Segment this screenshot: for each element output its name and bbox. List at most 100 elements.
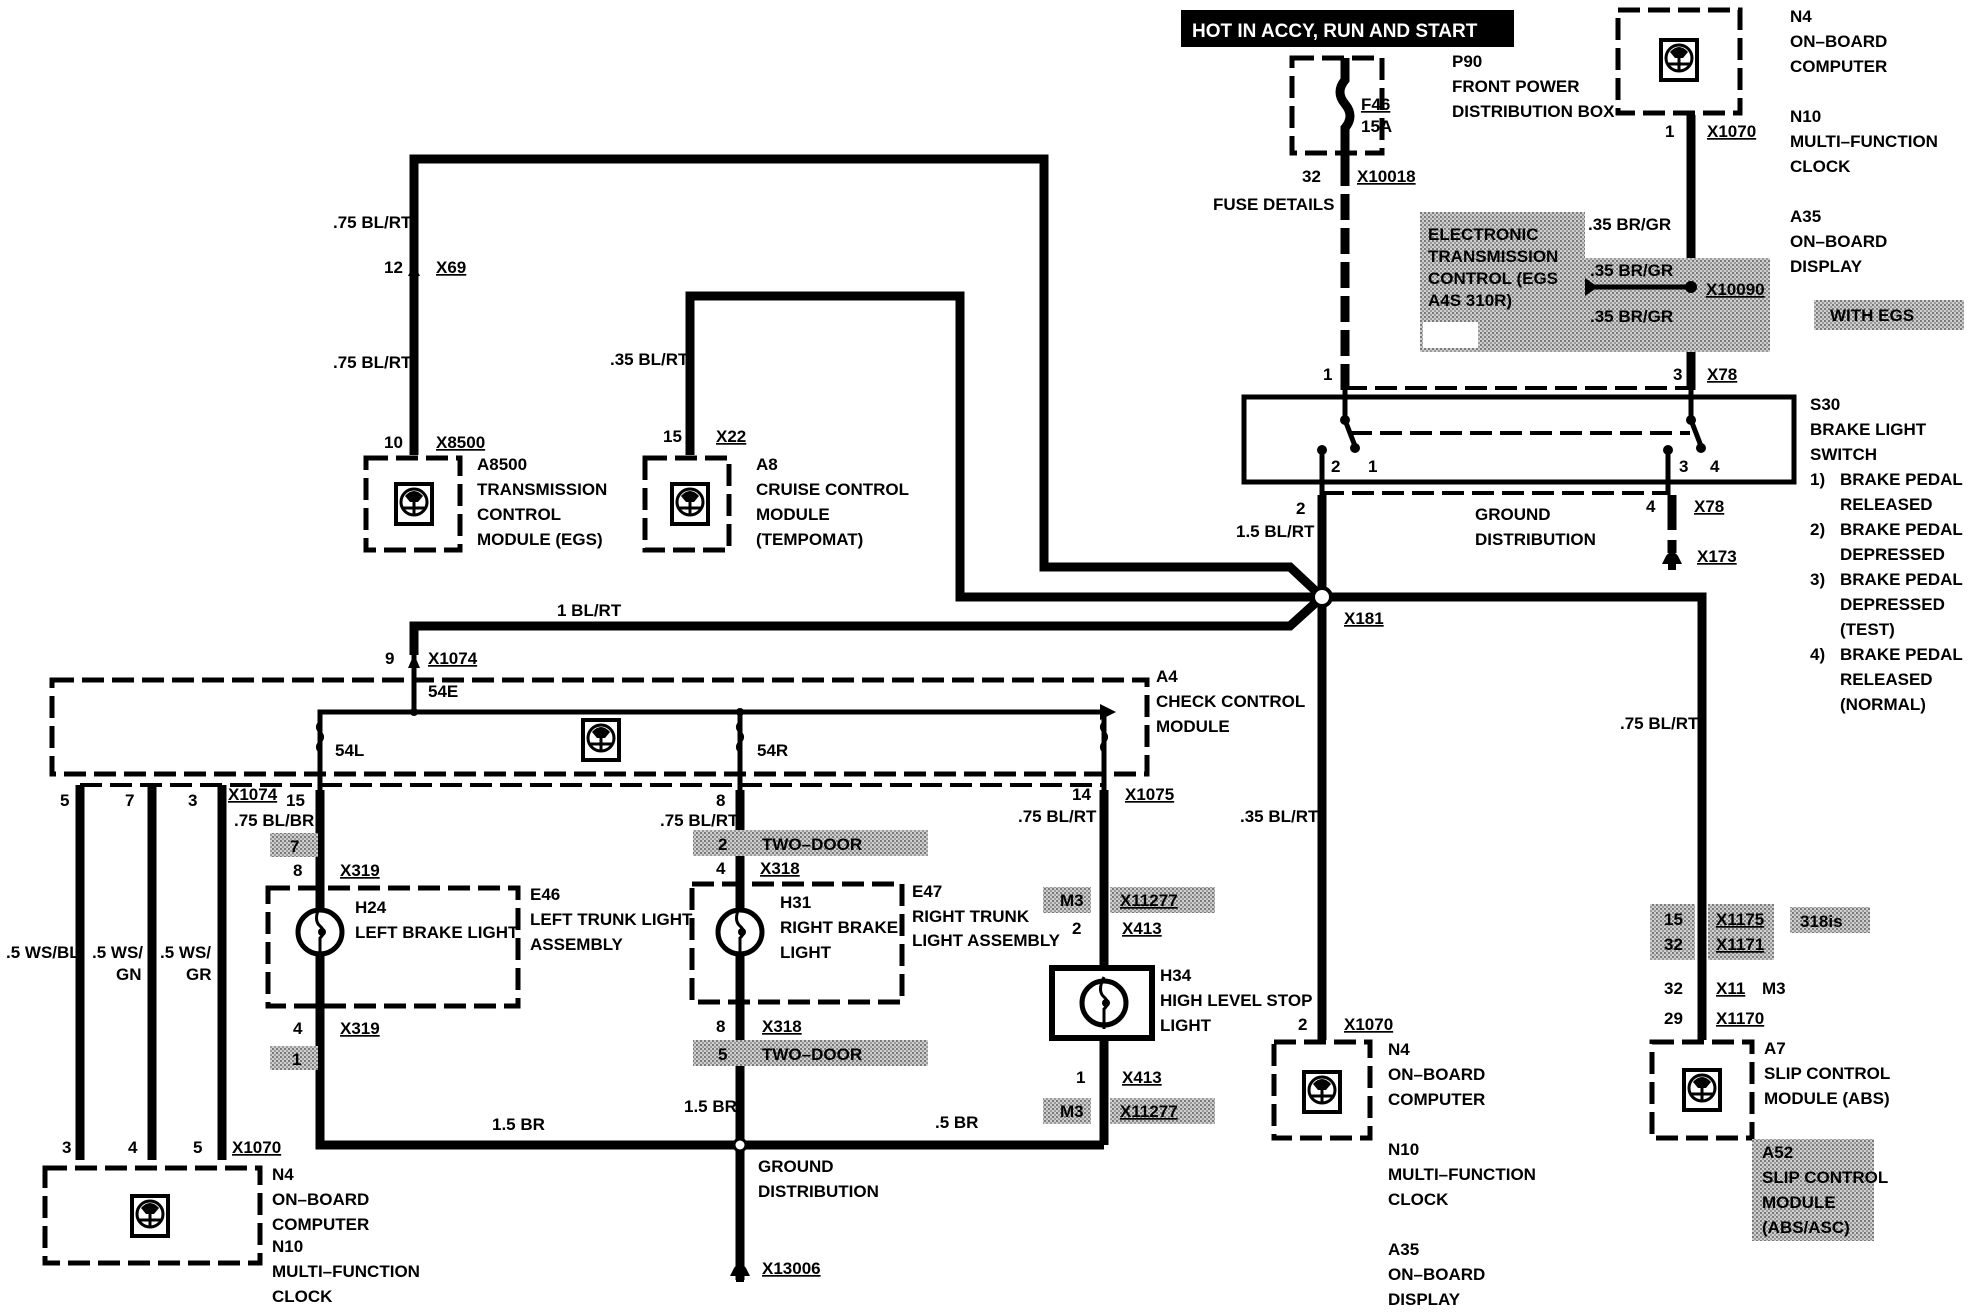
bus-wires: .5 WS/BL .5 WS/ GN .5 WS/ GR xyxy=(6,785,227,1160)
right-onboard-computer: 2 X1070 N4 ON–BOARD COMPUTER N10 MULTI–F… xyxy=(1271,1015,1536,1309)
diagram-label: DISTRIBUTION xyxy=(758,1182,879,1201)
diagram-label: CRUISE CONTROL xyxy=(756,480,909,499)
diagram-label: H34 xyxy=(1160,966,1192,985)
diagram-label: X11277 xyxy=(1120,1102,1178,1121)
diagram-label: CLOCK xyxy=(1388,1190,1449,1209)
diagram-label: ON–BOARD xyxy=(272,1190,369,1209)
diagram-label: .75 BL/RT xyxy=(660,811,739,830)
diagram-label: DISPLAY xyxy=(1790,257,1863,276)
diagram-label: .35 BL/RT xyxy=(1240,807,1319,826)
diagram-label: .5 WS/ xyxy=(160,943,211,962)
diagram-label: A7 xyxy=(1764,1039,1786,1058)
diagram-label: DEPRESSED xyxy=(1840,595,1945,614)
diagram-label: 32 xyxy=(1302,167,1321,186)
diagram-label: 29 xyxy=(1664,1009,1683,1028)
diagram-label: 1.5 BR xyxy=(684,1097,737,1116)
diagram-label: 4 xyxy=(1710,457,1720,476)
diagram-label: SLIP CONTROL xyxy=(1764,1064,1890,1083)
bottom-onboard-computer: 3 4 5 X1070 N4 ON–BOARD COMPUTER N10 MUL… xyxy=(42,1138,420,1306)
diagram-label: 8 xyxy=(716,1017,725,1036)
diagram-label: .75 BL/RT xyxy=(1620,714,1699,733)
diagram-label: X11 xyxy=(1716,979,1745,998)
diagram-label: 4 xyxy=(1646,497,1656,516)
diagram-label: A4S 310R) xyxy=(1428,291,1512,310)
diagram-label: LEFT BRAKE LIGHT xyxy=(355,923,519,942)
diagram-label: 1.5 BL/RT xyxy=(1236,522,1315,541)
diagram-label: X319 xyxy=(340,1019,380,1038)
diagram-label: LIGHT xyxy=(1160,1016,1212,1035)
diagram-label: N4 xyxy=(272,1165,294,1184)
diagram-label: GROUND xyxy=(758,1157,834,1176)
diagram-label: X1074 xyxy=(228,785,278,804)
power-source-label: HOT IN ACCY, RUN AND START xyxy=(1181,10,1514,47)
diagram-label: X78 xyxy=(1707,365,1737,384)
diagram-label: DISPLAY xyxy=(1388,1290,1461,1309)
slip-control-module: 15 X1175 318is 32 X1171 32 X11 M3 29 X11… xyxy=(1649,904,1890,1241)
diagram-label: BRAKE PEDAL xyxy=(1840,570,1963,589)
fuse-id: F46 xyxy=(1361,95,1390,114)
diagram-label: MODULE xyxy=(1762,1193,1836,1212)
diagram-label: 7 xyxy=(290,837,299,856)
diagram-label: COMPUTER xyxy=(1388,1090,1485,1109)
diagram-label: TWO–DOOR xyxy=(762,1045,862,1064)
diagram-label: TRANSMISSION xyxy=(477,480,607,499)
diagram-label: A35 xyxy=(1790,207,1821,226)
diagram-label: X413 xyxy=(1122,919,1162,938)
diagram-label: FRONT POWER xyxy=(1452,77,1580,96)
ground-x13006: X13006 xyxy=(762,1259,821,1278)
diagram-label: BRAKE PEDAL xyxy=(1840,645,1963,664)
diagram-label: ON–BOARD xyxy=(1388,1265,1485,1284)
diagram-label: (ABS/ASC) xyxy=(1762,1218,1850,1237)
diagram-label: RIGHT BRAKE xyxy=(780,918,898,937)
diagram-label: 32 xyxy=(1664,979,1683,998)
diagram-label: 1.5 BR xyxy=(492,1115,545,1134)
diagram-label: .35 BR/GR xyxy=(1590,307,1673,326)
diagram-label: M3 xyxy=(1762,979,1786,998)
diagram-label: MODULE (ABS) xyxy=(1764,1089,1890,1108)
diagram-label: 54R xyxy=(757,741,788,760)
diagram-label: 32 xyxy=(1664,935,1683,954)
diagram-label: N10 xyxy=(1388,1140,1419,1159)
diagram-label: H31 xyxy=(780,893,811,912)
diagram-label: 2 xyxy=(1298,1015,1307,1034)
diagram-label: H24 xyxy=(355,898,387,917)
diagram-label: 15 xyxy=(1664,910,1683,929)
check-control-module: 9 X1074 54E 54L 54R A4 CHECK CONTROL MOD… xyxy=(49,649,1305,830)
diagram-label: SLIP CONTROL xyxy=(1762,1168,1888,1187)
diagram-label: CHECK CONTROL xyxy=(1156,692,1305,711)
diagram-label: X413 xyxy=(1122,1068,1162,1087)
diagram-label: RELEASED xyxy=(1840,670,1933,689)
top-onboard-computer: N4 ON–BOARD COMPUTER N10 MULTI–FUNCTION … xyxy=(1615,7,1938,276)
diagram-label: S30 xyxy=(1810,395,1840,414)
diagram-label: .35 BR/GR xyxy=(1588,215,1671,234)
diagram-label: TRANSMISSION xyxy=(1428,247,1558,266)
diagram-label: M3 xyxy=(1060,891,1084,910)
transmission-control-module: .75 BL/RT 12 X69 .75 BL/RT 10 X8500 A850… xyxy=(333,213,607,553)
diagram-label: GR xyxy=(186,965,212,984)
diagram-label: LIGHT xyxy=(780,943,832,962)
egs-option-block: ELECTRONIC TRANSMISSION CONTROL (EGS A4S… xyxy=(1420,212,1964,352)
diagram-label: N4 xyxy=(1790,7,1812,26)
diagram-label: 5 xyxy=(718,1045,727,1064)
diagram-label: GROUND xyxy=(1475,505,1551,524)
diagram-label: 54E xyxy=(428,682,458,701)
diagram-label: .5 BR xyxy=(935,1113,978,1132)
diagram-label: .35 BR/GR xyxy=(1590,261,1673,280)
diagram-label: 1 xyxy=(1076,1068,1085,1087)
fuse-rating: 15A xyxy=(1361,117,1392,136)
diagram-label: DISTRIBUTION BOX xyxy=(1452,102,1615,121)
diagram-label: M3 xyxy=(1060,1102,1084,1121)
diagram-label: ASSEMBLY xyxy=(530,935,624,954)
diagram-label: X319 xyxy=(340,861,380,880)
fuse-box-p90: F46 15A P90 FRONT POWER DISTRIBUTION BOX… xyxy=(1213,52,1615,214)
fuse-details-link: FUSE DETAILS xyxy=(1213,195,1335,214)
diagram-label: (TEST) xyxy=(1840,620,1895,639)
diagram-label: .5 WS/ xyxy=(92,943,143,962)
diagram-label: .35 BL/RT xyxy=(610,350,689,369)
diagram-label: BRAKE PEDAL xyxy=(1840,470,1963,489)
diagram-label: COMPUTER xyxy=(1790,57,1887,76)
diagram-label: X1175 xyxy=(1716,910,1764,929)
diagram-label: 14 xyxy=(1072,785,1091,804)
diagram-label: CONTROL xyxy=(477,505,561,524)
